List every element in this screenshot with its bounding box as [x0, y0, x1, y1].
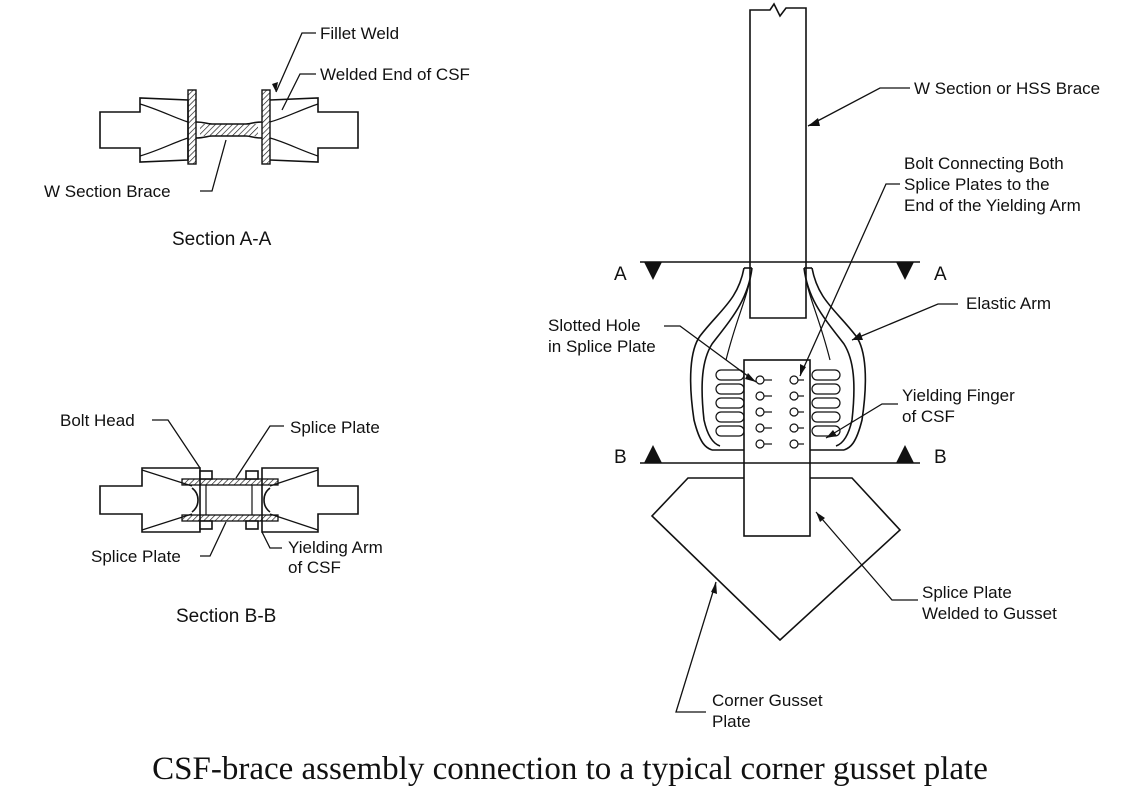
splice-plate: [743, 359, 811, 537]
bottom-splice-plate-bb: [181, 514, 279, 522]
right-brace-stub-bb: [261, 467, 359, 533]
splice-welded-label-2: Welded to Gusset: [922, 604, 1057, 623]
bolt-label-1: Bolt Connecting Both: [904, 154, 1064, 173]
gusset-leader: [675, 581, 717, 713]
top-splice-plate-bb: [181, 478, 279, 486]
bolt-nut-left-bottom: [199, 520, 213, 530]
w-section-brace-leader: [200, 139, 227, 192]
section-bb-drawing: [99, 419, 359, 557]
finger-right-3: [811, 397, 841, 409]
yielding-arm-label-2: of CSF: [288, 558, 341, 577]
bolt-head-left-top: [199, 470, 213, 480]
left-fan-bottom-aa: [139, 137, 189, 157]
taper-left: [725, 279, 751, 361]
w-web-top: [195, 121, 263, 125]
right-flange-plate-aa: [261, 89, 271, 165]
left-brace-stub-bb: [99, 467, 201, 533]
bolt-leader: [799, 183, 900, 377]
finger-right-2: [811, 383, 841, 395]
splice-welded-leader-arrow: [816, 512, 825, 522]
cut-b-right-label: B: [934, 447, 947, 468]
cut-arrow-a-left: [644, 262, 662, 280]
yielding-arm-label-1: Yielding Arm: [288, 538, 383, 557]
gusset-leader-arrow: [711, 582, 717, 594]
cut-arrow-a-right: [896, 262, 914, 280]
right-arm-end-bb: [263, 487, 271, 513]
brace-label: W Section or HSS Brace: [914, 79, 1100, 98]
welded-end-leader: [281, 73, 316, 111]
section-bb-title: Section B-B: [176, 606, 276, 627]
cut-b-left-label: B: [614, 447, 627, 468]
brace-leader: [807, 87, 910, 127]
elastic-arm-right-inner: [803, 267, 855, 447]
gusset-label-2: Plate: [712, 712, 751, 731]
finger-right-4: [811, 411, 841, 423]
left-brace-stub-aa: [99, 97, 189, 163]
elastic-arm-leader: [851, 303, 958, 341]
right-fan-top-aa: [269, 103, 319, 123]
elastic-arm-left-outer: [689, 267, 745, 451]
splice-welded-leader: [815, 511, 918, 601]
finger-left-3: [715, 397, 745, 409]
fillet-weld-leader: [275, 32, 316, 93]
slotted-hole-label-1: Slotted Hole: [548, 316, 641, 335]
left-flange-plate-aa: [187, 89, 197, 165]
finger-left-2: [715, 383, 745, 395]
bolt-holes: [755, 375, 804, 449]
gusset-label-1: Corner Gusset: [712, 691, 823, 710]
fillet-weld-label: Fillet Weld: [320, 24, 399, 43]
w-web-bottom: [195, 135, 263, 139]
taper-right: [805, 279, 831, 361]
bolt-label-2: Splice Plates to the: [904, 175, 1050, 194]
splice-welded-label-1: Splice Plate: [922, 583, 1012, 602]
elastic-arm-left-inner: [701, 267, 753, 447]
yielding-finger-leader-arrow: [826, 430, 837, 438]
w-section-brace-label: W Section Brace: [44, 182, 171, 201]
left-arm-end-bb: [191, 487, 199, 513]
bolt-head-label: Bolt Head: [60, 411, 135, 430]
bolt-leader-arrow: [800, 364, 806, 376]
elastic-arm-leader-arrow: [852, 332, 863, 340]
splice-plate-top-leader: [235, 425, 284, 479]
slotted-hole-leader: [664, 325, 757, 383]
welded-end-label: Welded End of CSF: [320, 65, 470, 84]
corner-gusset-plate: [650, 477, 902, 642]
yielding-finger-leader: [825, 403, 898, 439]
finger-left-4: [715, 411, 745, 423]
bolt-head-right-top: [245, 470, 259, 480]
yielding-arm-leader: [261, 531, 282, 549]
cut-a-right-label: A: [934, 264, 947, 285]
brace-member: [749, 2, 807, 319]
splice-plate-bottom-leader: [200, 521, 227, 557]
figure-caption: CSF-brace assembly connection to a typic…: [152, 751, 988, 787]
finger-right-1: [811, 369, 841, 381]
fillet-weld-arrow: [272, 82, 278, 92]
finger-left-1: [715, 369, 745, 381]
yielding-finger-label-2: of CSF: [902, 407, 955, 426]
elevation-drawing: [640, 2, 958, 713]
yielding-finger-label-1: Yielding Finger: [902, 386, 1015, 405]
right-fan-bottom-aa: [269, 137, 319, 157]
w-web-hatch: [200, 124, 258, 136]
cut-arrow-b-right: [896, 445, 914, 463]
slotted-hole-leader-arrow: [745, 373, 756, 382]
splice-plate-top-label: Splice Plate: [290, 418, 380, 437]
bolt-nut-right-bottom: [245, 520, 259, 530]
bolt-label-3: End of the Yielding Arm: [904, 196, 1081, 215]
slotted-hole-label-2: in Splice Plate: [548, 337, 656, 356]
elastic-arm-right-outer: [811, 267, 867, 451]
brace-leader-arrow: [808, 118, 820, 126]
elastic-arm-label: Elastic Arm: [966, 294, 1051, 313]
splice-plate-bottom-label: Splice Plate: [91, 547, 181, 566]
finger-left-5: [715, 425, 745, 437]
bolt-head-leader: [152, 419, 201, 469]
finger-right-5: [811, 425, 841, 437]
section-aa-title: Section A-A: [172, 229, 272, 250]
cut-a-left-label: A: [614, 264, 627, 285]
left-fan-top-aa: [139, 103, 189, 123]
section-aa-drawing: [99, 32, 359, 192]
right-brace-stub-aa: [269, 97, 359, 163]
cut-arrow-b-left: [644, 445, 662, 463]
